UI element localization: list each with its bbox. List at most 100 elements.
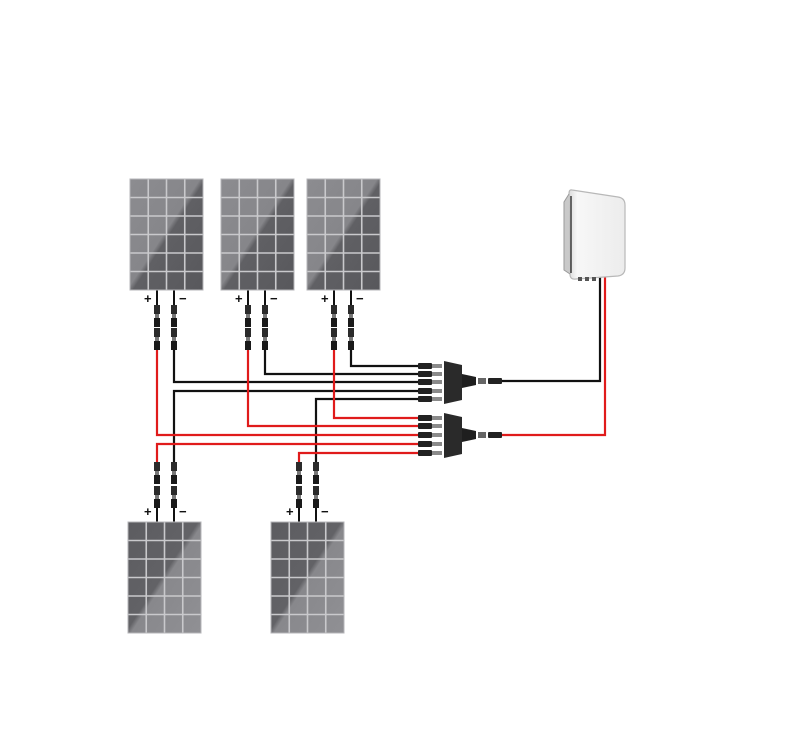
neg-wire-top-2 xyxy=(263,336,425,376)
combiner-neck xyxy=(462,374,476,388)
input-pin xyxy=(432,364,442,368)
input-pin xyxy=(432,424,442,428)
panel-frame xyxy=(129,178,204,291)
connector-housing xyxy=(245,341,251,350)
connector-housing xyxy=(331,328,337,337)
panel-top-1: +− xyxy=(129,178,204,306)
panel-frame xyxy=(306,178,381,291)
wires xyxy=(155,276,607,522)
mc4-connector-top-2-mate xyxy=(245,328,251,350)
mc4-connector-bottom-3 xyxy=(313,462,319,484)
inverter xyxy=(563,189,626,281)
positive-terminal-label: + xyxy=(321,291,329,306)
connector-housing xyxy=(171,475,177,484)
connector-housing xyxy=(313,486,319,495)
input-pin xyxy=(432,397,442,401)
combiner-neck xyxy=(462,428,476,442)
positive-terminal-label: + xyxy=(235,291,243,306)
input-plug xyxy=(418,415,432,421)
connector-housing xyxy=(171,486,177,495)
connector-housing xyxy=(262,328,268,337)
positive-terminal-label: + xyxy=(144,504,152,519)
pos-wire-top-3 xyxy=(332,336,425,420)
connector-housing xyxy=(296,499,302,508)
connector-pin xyxy=(349,314,353,318)
inverter-side xyxy=(563,193,571,275)
panel-frame xyxy=(220,178,295,291)
connector-housing xyxy=(262,341,268,350)
pos-wire-top-1 xyxy=(155,336,425,437)
pos-trunk-wire xyxy=(500,276,607,437)
connector-pin xyxy=(155,471,159,475)
negative-branch-connector xyxy=(418,361,502,404)
input-plug xyxy=(418,379,432,385)
connector-pin xyxy=(246,337,250,341)
connector-housing xyxy=(262,305,268,314)
combiner-body xyxy=(444,361,462,404)
connector-housing xyxy=(245,328,251,337)
inverter-body xyxy=(568,189,626,280)
connector-housing xyxy=(296,462,302,471)
mc4-connector-top-1-mate xyxy=(171,328,177,350)
mc4-connector-top-0 xyxy=(154,305,160,327)
positive-terminal-label: + xyxy=(144,291,152,306)
input-pin xyxy=(432,451,442,455)
mc4-connector-top-5 xyxy=(348,305,354,327)
connector-pin xyxy=(297,471,301,475)
connector-pin xyxy=(332,314,336,318)
input-pin xyxy=(432,389,442,393)
combiner-body xyxy=(444,413,462,458)
connector-housing xyxy=(245,318,251,327)
neg-wire-top-3 xyxy=(349,336,425,368)
negative-terminal-label: − xyxy=(321,504,329,519)
connector-housing xyxy=(154,486,160,495)
positive-branch-connector xyxy=(418,413,502,458)
connector-housing xyxy=(245,305,251,314)
mc4-connector-top-3-mate xyxy=(262,328,268,350)
input-plug xyxy=(418,441,432,447)
mc4-connector-top-1 xyxy=(171,305,177,327)
connector-pin xyxy=(297,495,301,499)
connector-housing xyxy=(313,475,319,484)
input-plug xyxy=(418,450,432,456)
connector-pin xyxy=(155,314,159,318)
mc4-connector-bottom-0 xyxy=(154,462,160,484)
inverter-port-3 xyxy=(592,277,596,281)
mc4-connector-bottom-1-mate xyxy=(171,486,177,508)
mc4-connector-top-0-mate xyxy=(154,328,160,350)
connector-housing xyxy=(154,499,160,508)
connector-housing xyxy=(313,499,319,508)
connector-housing xyxy=(171,341,177,350)
connector-pin xyxy=(263,337,267,341)
pos-wire-top-2 xyxy=(246,336,425,428)
input-plug xyxy=(418,432,432,438)
connector-housing xyxy=(296,486,302,495)
output-plug xyxy=(488,432,502,438)
pos-wire-bottom-1 xyxy=(155,442,425,466)
neg-trunk-wire xyxy=(500,276,602,383)
connector-pin xyxy=(172,314,176,318)
panel-top-2: +− xyxy=(220,178,295,306)
connector-housing xyxy=(154,475,160,484)
connector-pin xyxy=(246,314,250,318)
mc4-connector-top-3 xyxy=(262,305,268,327)
input-plug xyxy=(418,396,432,402)
input-pin xyxy=(432,416,442,420)
connector-pin xyxy=(314,495,318,499)
mc4-connector-top-2 xyxy=(245,305,251,327)
panel-leads xyxy=(156,290,352,522)
connector-housing xyxy=(154,341,160,350)
connector-pin xyxy=(155,337,159,341)
connector-housing xyxy=(171,328,177,337)
connector-pin xyxy=(172,337,176,341)
input-plug xyxy=(418,388,432,394)
connector-housing xyxy=(331,318,337,327)
connector-housing xyxy=(154,318,160,327)
input-pin xyxy=(432,372,442,376)
connector-pin xyxy=(332,337,336,341)
panel-frame xyxy=(270,521,345,634)
panel-top-3: +− xyxy=(306,178,381,306)
connector-housing xyxy=(171,462,177,471)
pos-wire-bottom-2 xyxy=(297,451,425,466)
neg-wire-top-1 xyxy=(172,336,425,384)
